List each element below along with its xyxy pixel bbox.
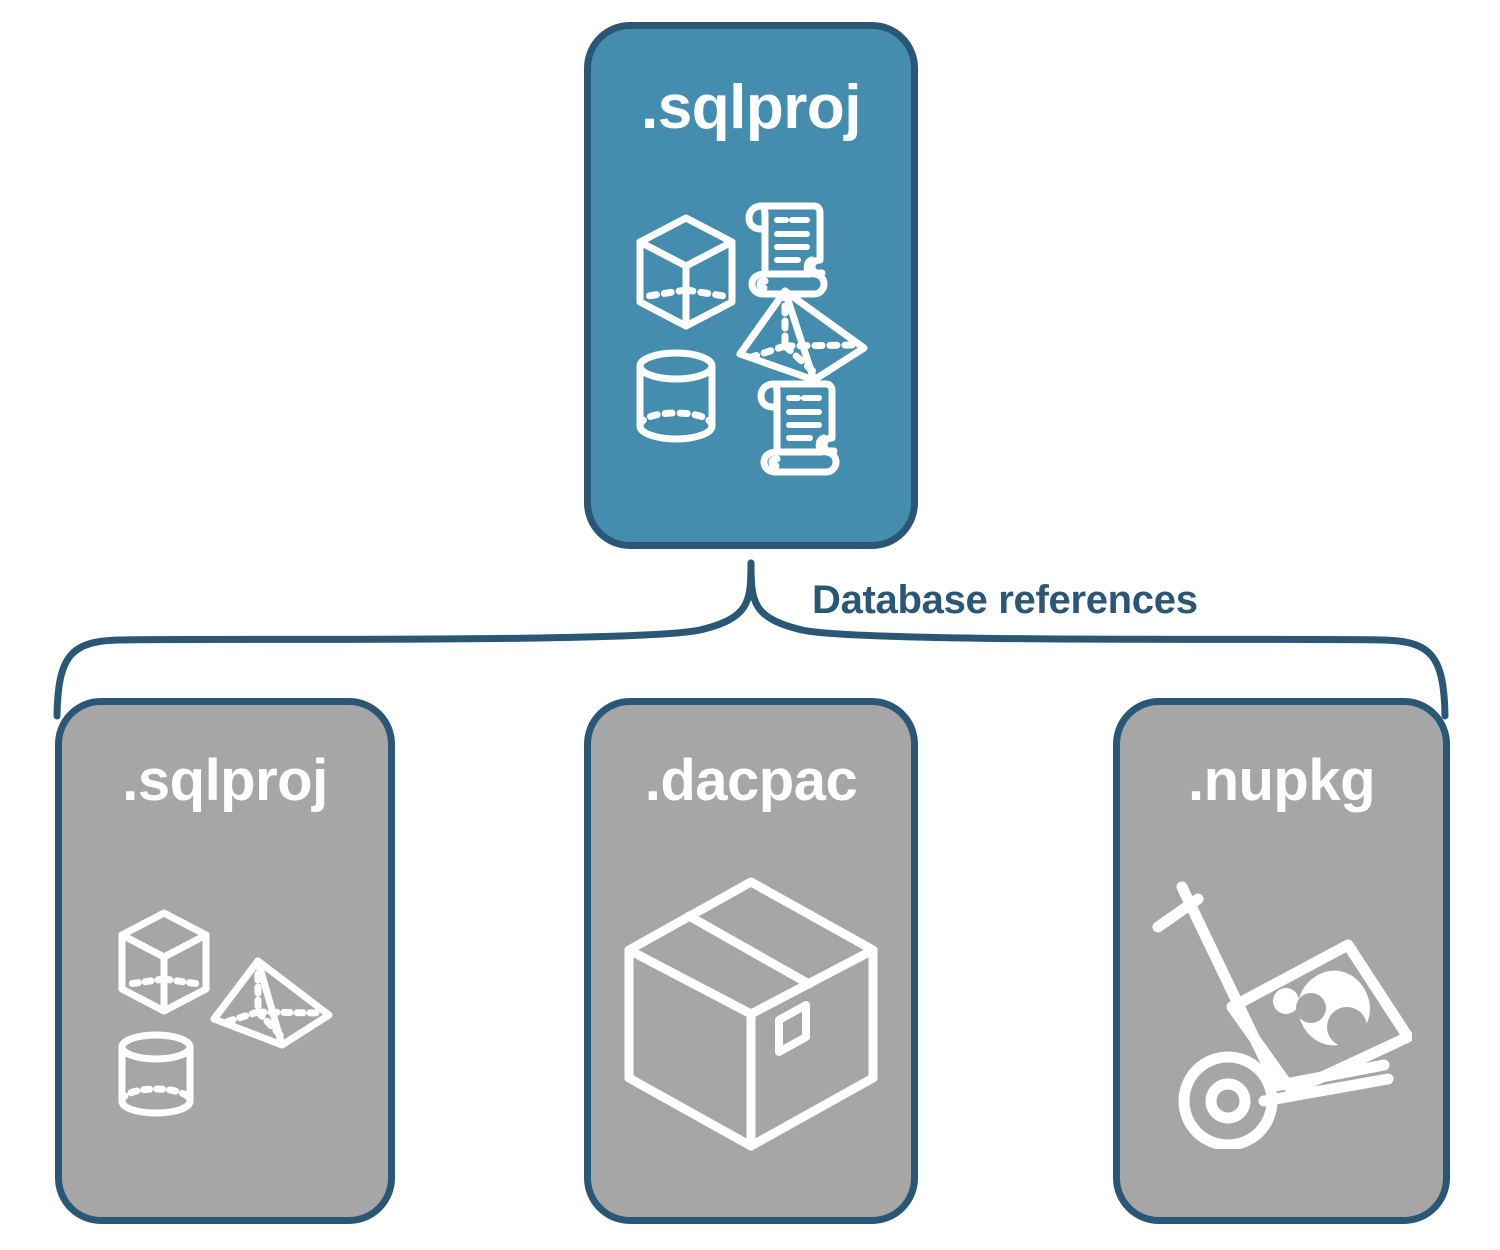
card-root-artwork: [591, 139, 911, 542]
nuget-package-icon: [1226, 939, 1412, 1096]
hand-truck-icon: [1152, 881, 1412, 1149]
database-objects-icon-group: [118, 909, 333, 1116]
script-scroll-icon-top: [745, 202, 828, 297]
card-root-sqlproj[interactable]: .sqlproj: [584, 22, 918, 549]
pyramid-icon: [210, 957, 333, 1048]
card-root-title: .sqlproj: [641, 73, 861, 142]
card-dacpac-artwork: [591, 810, 911, 1217]
cylinder-icon: [636, 349, 716, 442]
cube-icon: [636, 214, 736, 329]
card-sqlproj-artwork: [62, 810, 388, 1217]
card-reference-dacpac[interactable]: .dacpac: [584, 698, 918, 1224]
card-nupkg-title: .nupkg: [1187, 748, 1376, 813]
shipping-box-icon: [624, 877, 878, 1150]
pyramid-icon: [736, 287, 868, 383]
brace-label: Database references: [812, 578, 1198, 622]
card-reference-nupkg[interactable]: .nupkg: [1113, 698, 1450, 1224]
card-dacpac-title: .dacpac: [644, 748, 858, 813]
card-nupkg-artwork: [1120, 810, 1443, 1217]
card-reference-sqlproj[interactable]: .sqlproj: [55, 698, 395, 1224]
card-sqlproj-title: .sqlproj: [122, 748, 328, 813]
database-objects-icon-group: [636, 202, 868, 475]
nuget-logo-cutouts: [1295, 992, 1367, 1047]
cylinder-icon: [118, 1031, 194, 1116]
cube-icon: [118, 909, 210, 1014]
script-scroll-icon-bottom: [757, 380, 840, 475]
